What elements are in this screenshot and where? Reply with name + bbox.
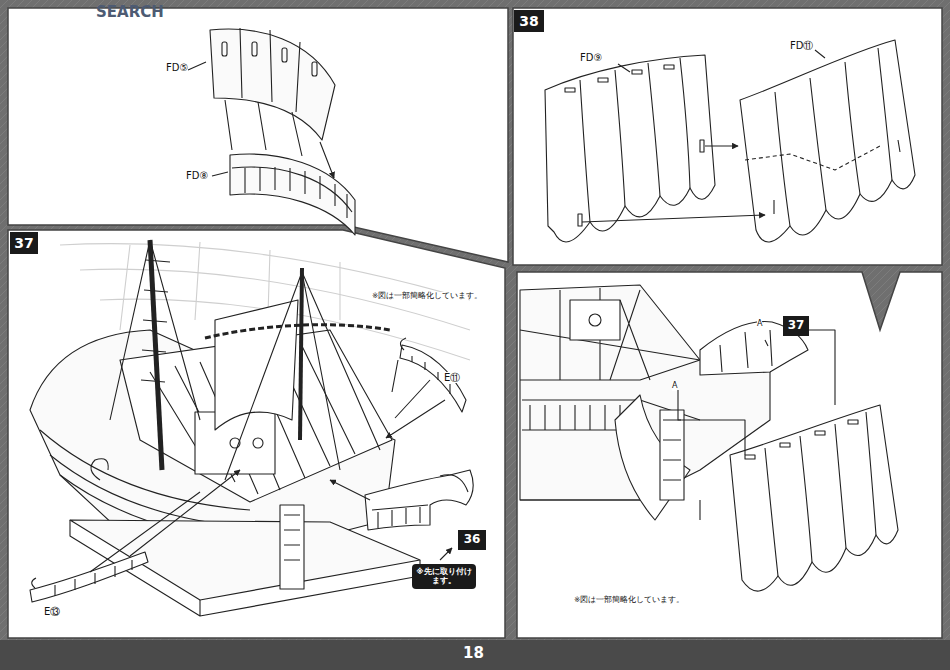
sail-part-drawing <box>545 40 915 242</box>
part-label: FD⑪ <box>790 40 813 51</box>
step-number: 37 <box>10 232 38 254</box>
node-text: 37 <box>784 319 808 333</box>
rail-part-drawing <box>30 338 473 602</box>
callout-number: 37 <box>783 316 809 336</box>
panel <box>513 8 942 265</box>
ship-drawing <box>30 240 420 616</box>
part-label: E⑬ <box>44 606 60 617</box>
node-text: 37 <box>11 235 37 251</box>
page-strip <box>0 640 950 670</box>
part-label: FD⑨ <box>580 52 602 63</box>
note-box: ※先に取り付けます。 <box>412 564 476 589</box>
watermark: SEARCH <box>96 4 164 21</box>
part-label: FD⑤ <box>166 62 188 73</box>
node-text: 38 <box>515 13 543 29</box>
mark-label: A <box>757 320 762 329</box>
rail-part-drawing <box>188 28 355 235</box>
part-label: E⑪ <box>444 372 460 383</box>
mark-label: A <box>672 382 677 391</box>
ship-drawing <box>520 285 898 591</box>
note-text: ※図は一部簡略化しています。 <box>574 596 684 604</box>
callout-number: 36 <box>458 530 486 550</box>
panel <box>517 272 942 638</box>
panel <box>8 230 505 638</box>
note-text: ※図は一部簡略化しています。 <box>372 292 482 300</box>
node-text: ※先に取り付けます。 <box>413 568 475 585</box>
panel <box>8 8 508 262</box>
step-number: 38 <box>514 10 544 32</box>
part-label: FD⑧ <box>186 170 208 181</box>
page-number: 18 <box>463 645 484 662</box>
node-text: 36 <box>459 533 485 547</box>
